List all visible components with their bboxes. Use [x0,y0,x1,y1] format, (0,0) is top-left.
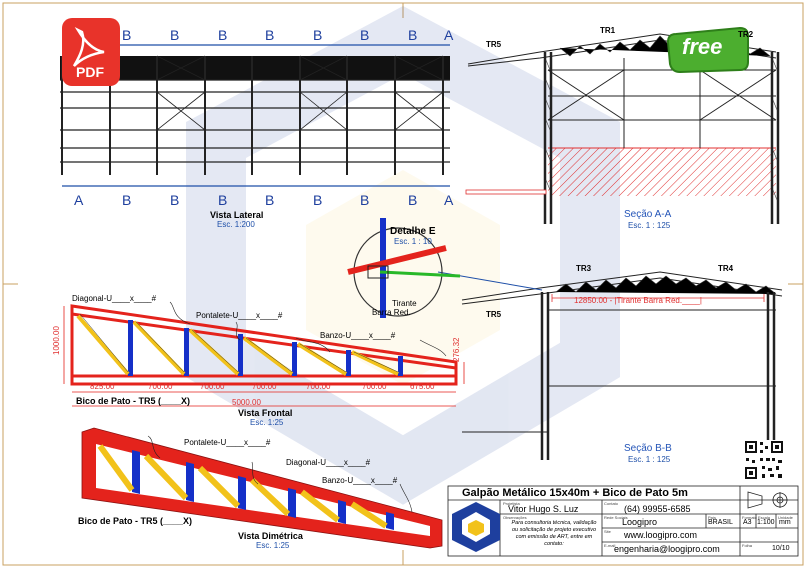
title-block-frame [447,485,799,557]
escala-label: Escala [758,515,771,520]
secao-bb-tr5: TR5 [486,310,502,319]
secao-aa-tr2: TR2 [738,30,754,39]
vista-lateral-title: Vista Lateral [210,210,264,220]
pdf-icon[interactable] [62,18,120,86]
dimetrica-diagonal-label: Diagonal-U____x____# [286,458,371,467]
secao-aa-title: Seção A-A [624,209,672,220]
frontal-dim-2: 700.00 [148,382,173,391]
observacoes-value: Para consultoria técnica, validação ou s… [511,520,597,547]
pais-label: País [708,515,717,520]
pdf-label: PDF [76,64,104,80]
secao-aa-tr5: TR5 [486,40,502,49]
projetista-value: Vitor Hugo S. Luz [508,504,579,514]
detalhe-e-drawing [347,218,461,318]
vista-lateral-drawing [60,44,450,187]
detalhe-barra: Barra Red. [372,308,411,317]
vista-frontal-drawing [63,301,465,407]
frontal-height-left: 1000.00 [52,326,61,355]
secao-aa-scale: Esc. 1 : 125 [628,221,671,230]
projection-symbol-icon [747,491,788,509]
vista-dimetrica-scale: Esc. 1:25 [256,541,290,550]
axis-bottom-9: A [444,192,454,208]
axis-bottom-8: B [408,192,418,208]
axis-bottom-3: B [170,192,180,208]
frontal-height-right: 276.32 [452,337,461,362]
unidade-label: Unidade [778,515,793,520]
redes-value: Loogipro [622,517,658,527]
projetista-label: Projetista [503,501,520,506]
frontal-part-name: Bico de Pato - TR5 (____X) [76,396,191,406]
escala-value: 1:100 [757,519,775,526]
axis-bottom-4: B [218,192,228,208]
axis-bottom-7: B [360,192,370,208]
unidade-value: mm [779,519,791,526]
frontal-dim-4: 700.00 [252,382,277,391]
axis-top-7: B [360,27,370,43]
dimetrica-banzo-label: Banzo-U____x____# [322,476,398,485]
frontal-pontalete-label: Pontalete-U____x____# [196,311,283,320]
axis-bottom-5: B [265,192,275,208]
detalhe-scale: Esc. 1 : 10 [394,237,432,246]
vista-dimetrica-title: Vista Dimétrica [238,531,303,541]
vista-lateral-scale: Esc. 1:200 [217,220,255,229]
free-label: free [682,34,723,59]
axis-bottom-2: B [122,192,132,208]
axis-bottom-6: B [313,192,323,208]
frontal-dim-6: 700.00 [362,382,387,391]
redes-label: Rede Sociais [604,515,628,520]
watermark-logo [186,5,620,505]
qr-code [744,440,784,480]
secao-bb-drawing [437,271,783,460]
frontal-dim-5: 700.00 [306,382,331,391]
free-badge[interactable] [666,26,749,74]
axis-top-2: B [122,27,132,43]
folha-label: Folha [742,543,753,548]
axis-top-8: B [408,27,418,43]
secao-aa-tr1: TR1 [600,26,616,35]
secao-bb-title: Seção B-B [624,443,672,454]
axis-bottom-1: A [74,192,84,208]
vista-dimetrica-drawing [81,427,443,549]
dimetrica-part-name: Bico de Pato - TR5 (____X) [78,516,193,526]
secao-bb-tr3: TR3 [576,264,592,273]
project-title: Galpão Metálico 15x40m + Bico de Pato 5m [462,487,688,499]
email-label: E-mail [604,543,616,548]
vista-frontal-title: Vista Frontal [238,408,293,418]
axis-top-4: B [218,27,228,43]
site-label: Site [604,529,611,534]
detalhe-title: Detalhe E [390,226,436,237]
frontal-dim-1: 825.00 [90,382,115,391]
observacoes-label: Observações [503,515,527,520]
site-value: www.loogipro.com [624,530,698,540]
frontal-banzo-label: Banzo-U____x____# [320,331,396,340]
frontal-dim-7: 675.00 [410,382,435,391]
axis-top-6: B [313,27,323,43]
contato-label: Contato [604,501,619,506]
contato-value: (64) 99955-6585 [624,504,691,514]
formato-value: A3 [743,519,752,526]
frontal-diagonal-label: Diagonal-U____x____# [72,294,157,303]
dimetrica-pontalete-label: Pontalete-U____x____# [184,438,271,447]
frontal-dim-total: 5000.00 [232,398,261,407]
secao-bb-tirante: 12850.00 - |Tirante Barra Red.____| [574,296,702,305]
axis-top-5: B [265,27,275,43]
vista-frontal-scale: Esc. 1:25 [250,418,284,427]
folha-value: 10/10 [772,545,790,552]
secao-bb-scale: Esc. 1 : 125 [628,455,671,464]
axis-top-9: A [444,27,454,43]
axis-top-3: B [170,27,180,43]
detalhe-tirante: Tirante [392,299,417,308]
email-value: engenharia@loogipro.com [614,544,720,554]
loogipro-logo [452,502,500,552]
frontal-dim-3: 700.00 [200,382,225,391]
formato-label: Formato [742,515,757,520]
secao-bb-tr4: TR4 [718,264,734,273]
pais-value: BRASIL [708,519,733,526]
